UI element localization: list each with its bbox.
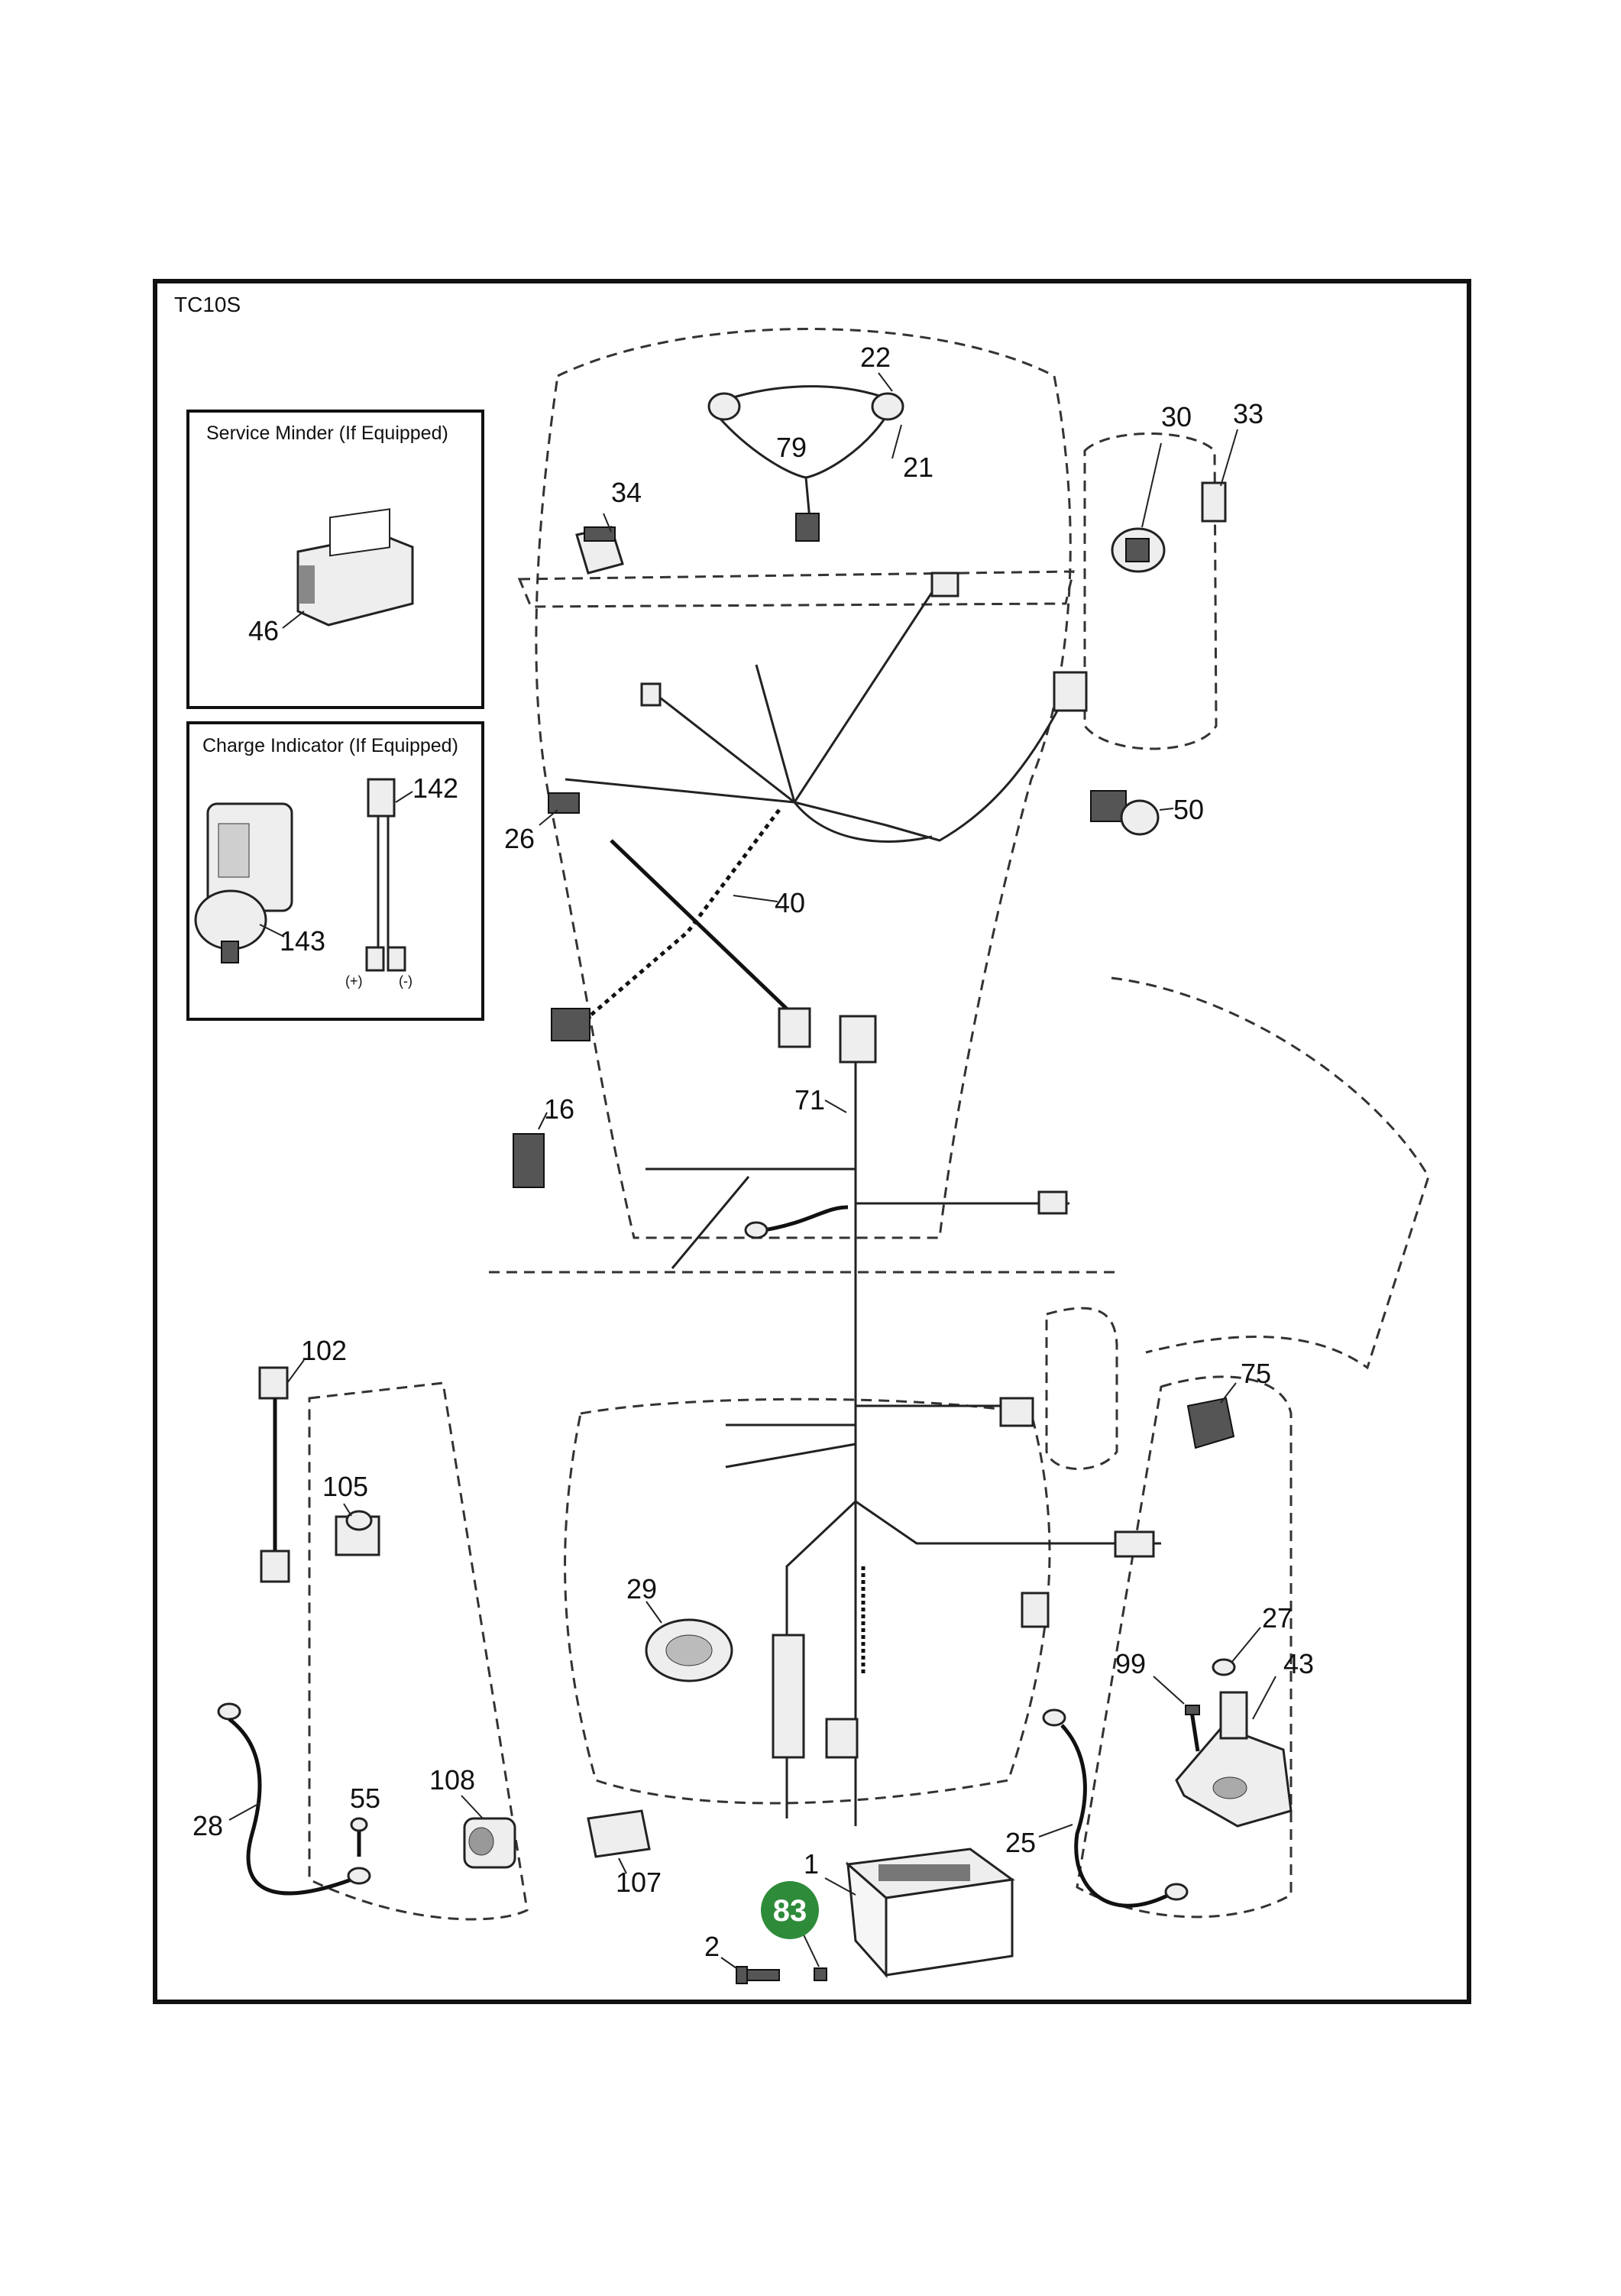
diagram-frame	[153, 279, 1471, 2004]
callout-99: 99	[1115, 1648, 1146, 1679]
right-rear-outline	[1076, 1375, 1293, 1919]
callout-30: 30	[1161, 401, 1192, 432]
callout-46: 46	[248, 615, 279, 646]
callout-43: 43	[1283, 1648, 1314, 1679]
harness-102	[258, 1366, 290, 1583]
bolt-2	[736, 1966, 780, 1984]
battery-1	[845, 1847, 1015, 1978]
service-minder-inset: Service Minder (If Equipped) 46	[186, 410, 484, 709]
callout-40: 40	[775, 887, 805, 918]
charge-indicator-inset: Charge Indicator (If Equipped) 143 (+) (…	[186, 721, 484, 1021]
charge-indicator-title: Charge Indicator (If Equipped)	[202, 735, 458, 756]
component-105	[335, 1510, 380, 1556]
callout-25: 25	[1005, 1827, 1036, 1858]
fuel-tank-outline	[1045, 1307, 1118, 1470]
callout-27: 27	[1262, 1602, 1293, 1634]
badge-label: 83	[773, 1894, 807, 1928]
main-harness-40	[551, 572, 1088, 1048]
solenoid-108	[463, 1817, 516, 1869]
callout-29: 29	[626, 1573, 657, 1605]
fender-right-outline	[1111, 976, 1430, 1370]
polarity-positive: (+)	[345, 973, 363, 989]
component-75	[1186, 1397, 1235, 1449]
battery-cable-28	[217, 1702, 371, 1896]
callout-55: 55	[350, 1783, 380, 1814]
callout-108: 108	[429, 1764, 475, 1796]
callout-33: 33	[1233, 398, 1263, 429]
callout-16: 16	[544, 1093, 574, 1125]
callout-21: 21	[903, 452, 933, 483]
connector-26	[548, 792, 580, 814]
callout-75: 75	[1241, 1358, 1271, 1389]
rear-harness-71	[645, 1015, 1161, 1826]
callout-142: 142	[413, 772, 458, 804]
hood-outline	[535, 328, 1072, 1239]
left-rear-outline	[308, 1381, 529, 1921]
alarm-29	[645, 1618, 733, 1682]
callout-102: 102	[301, 1335, 347, 1366]
callout-107: 107	[616, 1867, 662, 1898]
dash-panel-outline	[517, 570, 1075, 608]
callout-50: 50	[1173, 794, 1204, 825]
callout-34: 34	[611, 477, 642, 508]
module-107	[587, 1809, 651, 1858]
nut-83	[814, 1967, 827, 1981]
frame-label: TC10S	[174, 293, 241, 316]
solenoid-bracket-43	[1175, 1691, 1293, 1828]
fastener-55	[350, 1817, 368, 1857]
service-minder-part	[296, 508, 414, 627]
bolt-99	[1185, 1705, 1200, 1752]
headlight-harness	[707, 385, 904, 542]
service-minder-title: Service Minder (If Equipped)	[206, 423, 448, 444]
callout-105: 105	[322, 1471, 368, 1502]
ignition-switch-30	[1111, 527, 1166, 573]
polarity-negative: (-)	[399, 973, 413, 989]
callout-71: 71	[794, 1084, 825, 1116]
charge-indicator-gauge	[194, 802, 293, 963]
callout-26: 26	[504, 823, 535, 854]
charge-indicator-harness	[365, 778, 406, 972]
connector-16	[513, 1133, 545, 1188]
callout-79: 79	[776, 432, 807, 463]
switch-34	[575, 526, 624, 575]
switch-50	[1090, 790, 1160, 836]
callout-2: 2	[704, 1931, 720, 1962]
relay-33	[1201, 481, 1227, 523]
right-console-outline	[1083, 432, 1218, 750]
callout-143: 143	[280, 925, 325, 957]
callout-1: 1	[804, 1848, 819, 1880]
callout-22: 22	[860, 342, 891, 373]
callout-28: 28	[193, 1810, 223, 1841]
seat-area-outline	[564, 1397, 1051, 1805]
nut-27	[1212, 1658, 1236, 1676]
highlighted-part-badge[interactable]: 83	[761, 1881, 819, 1939]
battery-cable-25	[1042, 1708, 1189, 1908]
